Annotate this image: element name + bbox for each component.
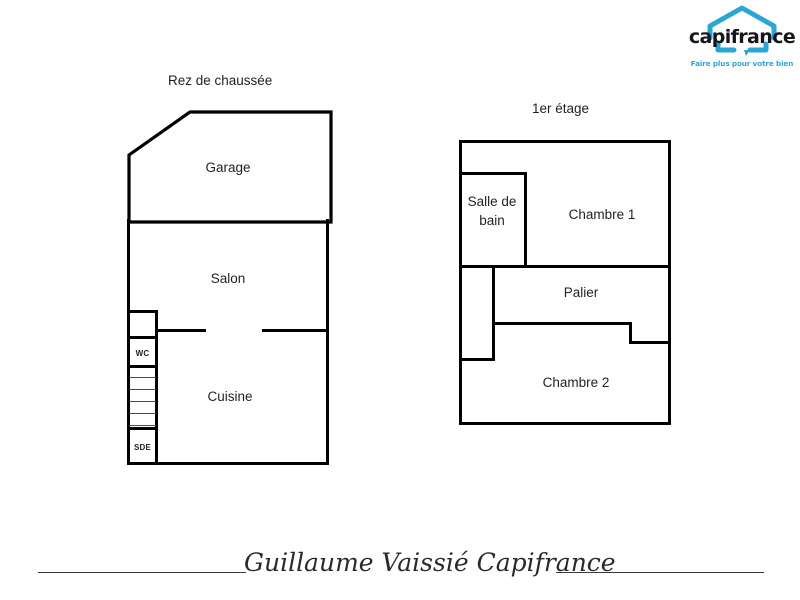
stairwell-right-wall [492, 265, 495, 361]
room-label-cuisine: Cuisine [207, 389, 253, 404]
stairwell-bottom-wall [459, 358, 495, 361]
chambre2-top-right-wall [629, 341, 671, 344]
palier-chambre2-divider-vertical [629, 322, 632, 344]
stair-tread [129, 389, 156, 391]
sde-top-divider [127, 427, 158, 430]
first-floor-title: 1er étage [532, 101, 590, 116]
signature-rule-left [38, 572, 246, 573]
first-floor-top-wall [459, 140, 671, 144]
room-label-wc: WC [135, 349, 150, 358]
signature-band: Guillaume Vaissié Capifrance [0, 548, 800, 594]
wc-lower-divider [127, 365, 158, 368]
room-label-chambre-1: Chambre 1 [568, 207, 636, 222]
first-floor-bottom-wall [459, 422, 671, 426]
signature-rule-right [556, 572, 764, 573]
logo-wordmark: capifrance [688, 26, 796, 48]
capifrance-logo: capifrance Faire plus pour votre bien [688, 4, 796, 76]
stair-tread [129, 377, 156, 379]
house-speech-bubble-icon [707, 5, 777, 56]
salon-cuisine-divider-left [158, 329, 206, 332]
stair-tread [129, 401, 156, 403]
room-label-salon: Salon [210, 271, 246, 286]
upper-band-divider [459, 265, 671, 268]
room-label-chambre-2: Chambre 2 [542, 375, 610, 390]
signature-text: Guillaume Vaissié Capifrance [244, 548, 616, 577]
room-label-garage: Garage [205, 160, 251, 175]
room-label-sde: SDE [133, 443, 152, 452]
logo-tagline: Faire plus pour votre bien [690, 59, 794, 68]
salle-de-bain-top-wall [459, 172, 527, 175]
service-column-right-wall [155, 310, 158, 465]
salle-de-bain-right-wall [524, 172, 527, 268]
first-floor-right-wall [668, 140, 672, 425]
ground-floor-title: Rez de chaussée [168, 73, 273, 88]
first-floor-left-wall [459, 140, 463, 425]
stair-tread [129, 413, 156, 415]
room-label-salle-de-bain: Salle de bain [467, 194, 517, 228]
cuisine-bottom-wall [127, 462, 329, 465]
wc-top-wall [127, 310, 158, 313]
wc-upper-divider [127, 336, 158, 339]
salon-left-wall [127, 219, 130, 329]
salon-right-wall [326, 219, 329, 329]
service-column-left-wall [127, 310, 130, 465]
palier-chambre2-divider-horizontal [492, 322, 632, 325]
room-label-palier: Palier [563, 285, 599, 300]
garage-outline [127, 110, 333, 224]
cuisine-right-wall [326, 329, 329, 465]
salon-cuisine-divider-right [262, 329, 329, 332]
stair-tread [129, 425, 156, 427]
